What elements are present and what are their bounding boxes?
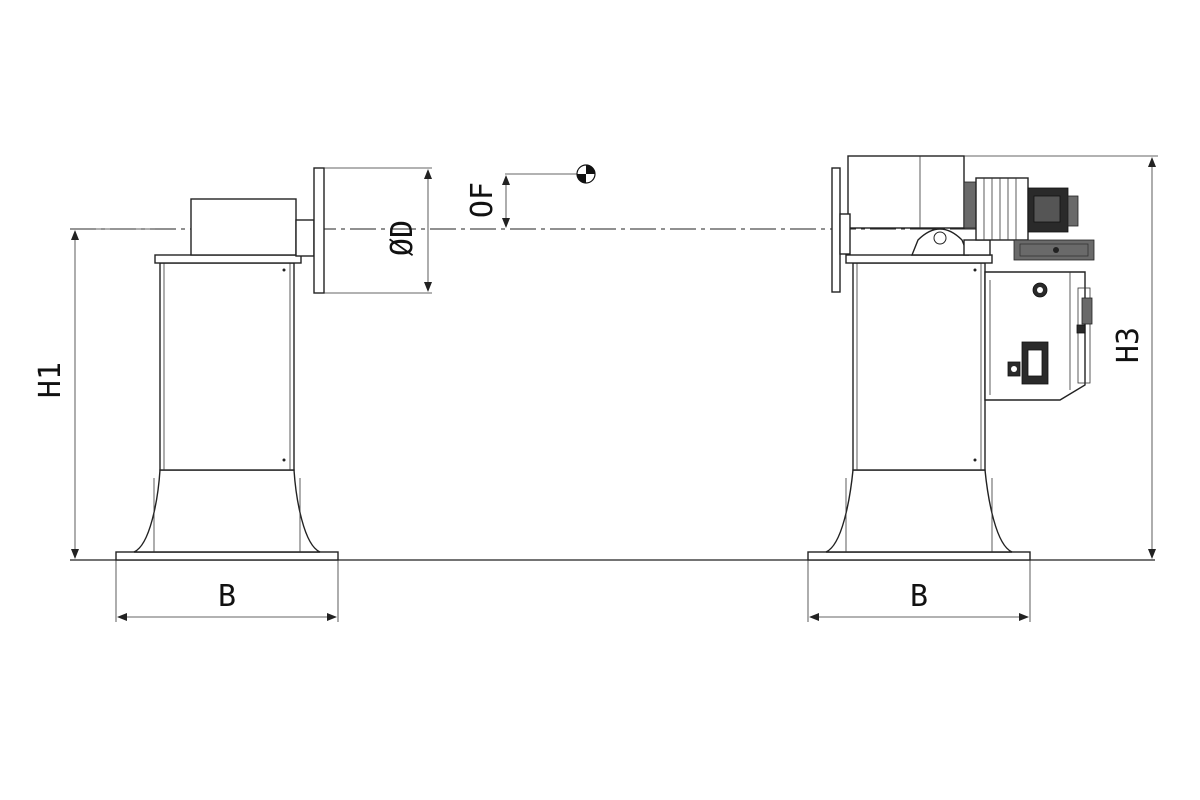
diameter-label: ØD [385,220,420,256]
center-of-gravity-icon [576,164,596,184]
headstock-column [852,262,986,471]
tailstock-housing [190,198,297,256]
side-switch [1081,297,1093,325]
headstock-faceplate [831,167,841,293]
left-base-width-label: B [218,579,236,614]
left-base-width-dimension: B [115,560,339,622]
h3-label: H3 [1111,327,1146,363]
headstock-base-plate [807,551,1031,561]
gearbox-housing [847,155,965,229]
motor-body [975,177,1029,241]
tailstock-hub [295,219,315,257]
headstock-foot [825,469,1013,553]
tailstock-faceplate [313,167,325,294]
h3-dimension: H3 [964,155,1158,559]
tailstock-base-plate [115,551,339,561]
offset-label: OF [465,182,500,218]
tailstock-foot [133,469,321,553]
headstock-top-plate [845,254,993,264]
tailstock-top-plate [154,254,302,264]
headstock-hub [839,213,851,255]
diameter-dimension: ØD [324,167,432,294]
tailstock-column [159,262,295,471]
h1-dimension: H1 [33,228,155,559]
offset-dimension: OF [465,173,586,228]
motor-flange [963,181,977,229]
tailstock-unit [115,167,339,561]
headstock-unit [807,155,1095,561]
right-base-width-label: B [910,579,928,614]
right-base-width-dimension: B [807,560,1031,622]
h1-label: H1 [33,362,68,398]
